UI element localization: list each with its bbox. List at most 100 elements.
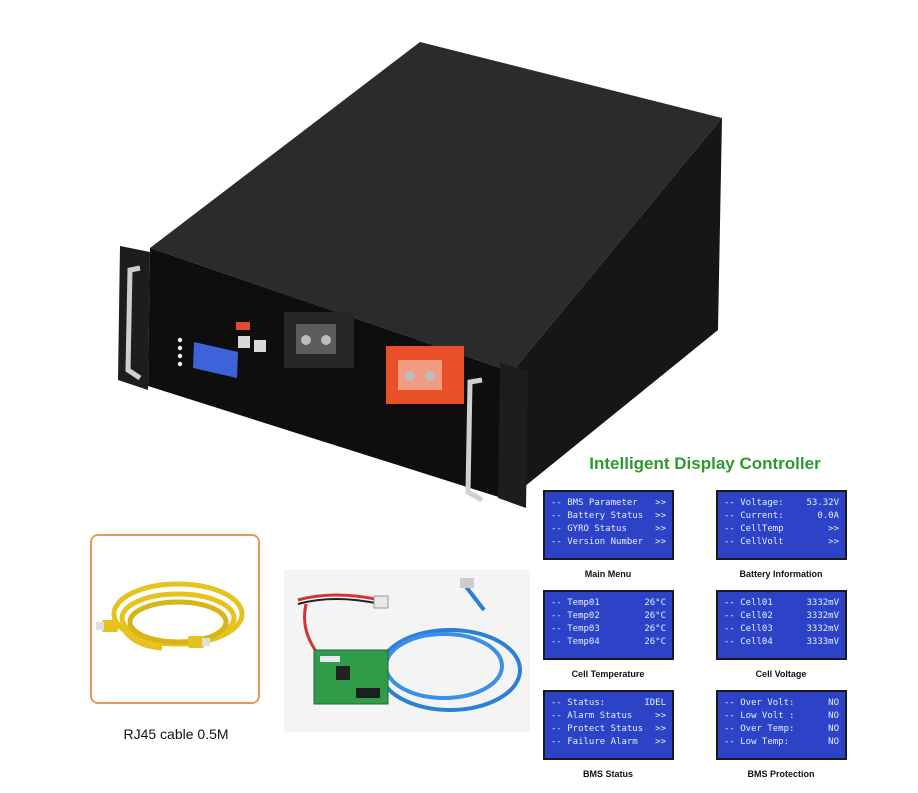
lcd-row-label: -- Alarm Status (551, 711, 633, 721)
lcd-row-value: 3332mV (806, 598, 839, 608)
lcd-caption: Main Menu (584, 569, 632, 579)
controller-board-photo (284, 570, 530, 732)
lcd-row: -- Over Temp: NO (724, 723, 839, 736)
lcd-row-label: -- Low Temp: (724, 737, 790, 747)
lcd-row-value: IDEL (644, 698, 666, 708)
lcd-row-label: -- GYRO Status (551, 524, 627, 534)
lcd-caption: BMS Status (582, 769, 633, 779)
lcd-row-label: -- Over Volt: (724, 698, 795, 708)
lcd-row: -- Current: 0.0A (724, 510, 839, 523)
terminal-bolt-icon (425, 371, 435, 381)
lcd-row: -- CellVolt >> (724, 536, 839, 549)
lcd-row: -- Version Number >> (551, 536, 666, 549)
battery-side-face (508, 118, 722, 500)
lcd-row-label: -- Temp03 (551, 624, 600, 634)
lcd-row-label: -- Protect Status (551, 724, 644, 734)
rj45-cable-frame (90, 534, 260, 704)
lcd-caption: Cell Temperature (571, 669, 645, 679)
lcd-row-value: NO (828, 698, 839, 708)
lcd-row-label: -- Version Number (551, 537, 644, 547)
lcd-row-value: 26°C (644, 598, 666, 608)
indicator-led-icon (177, 361, 183, 367)
lcd-caption: Cell Voltage (755, 669, 807, 679)
lcd-row-value: 0.0A (817, 511, 839, 521)
lcd-row: -- Temp01 26°C (551, 597, 666, 610)
lcd-row-label: -- BMS Parameter (551, 498, 638, 508)
lcd-row: -- Protect Status>> (551, 723, 666, 736)
lcd-row-label: -- Cell03 (724, 624, 773, 634)
lcd-row: -- Failure Alarm >> (551, 736, 666, 749)
terminal-bolt-icon (405, 371, 415, 381)
lcd-row-value: >> (655, 711, 666, 721)
handle-left (125, 265, 142, 381)
lcd-row-label: -- Temp02 (551, 611, 600, 621)
indicator-led-icon (177, 353, 183, 359)
lcd-row-value: 26°C (644, 637, 666, 647)
lcd-row: -- CellTemp >> (724, 523, 839, 536)
handle-right (465, 377, 484, 503)
positive-terminal-cover (398, 360, 442, 390)
lcd-row-label: -- Failure Alarm (551, 737, 638, 747)
lcd-row-label: -- CellVolt (724, 537, 784, 547)
lcd-row-value: >> (828, 524, 839, 534)
lcd-row-value: >> (655, 524, 666, 534)
lcd-row-value: 3333mV (806, 637, 839, 647)
lcd-row-label: -- Over Temp: (724, 724, 795, 734)
lcd-row: -- Low Temp:NO (724, 736, 839, 749)
usb-cable-and-board-icon (297, 578, 522, 712)
terminal-bolt-icon (301, 335, 311, 345)
lcd-row-value: >> (655, 498, 666, 508)
lcd-row-value: 3332mV (806, 624, 839, 634)
lcd-row: -- Temp04 26°C (551, 636, 666, 649)
battery-front-face (148, 248, 512, 500)
lcd-row-value: NO (828, 711, 839, 721)
rj45-port-icon (238, 336, 250, 348)
lcd-row-label: -- Current: (724, 511, 784, 521)
indicator-led-icon (177, 337, 183, 343)
lcd-row: -- Status: IDEL (551, 697, 666, 710)
lcd-bms-status: -- Status: IDEL -- Alarm Status >> -- Prot… (543, 690, 674, 760)
lcd-row-value: 26°C (644, 624, 666, 634)
lcd-row: -- Cell04 3333mV (724, 636, 839, 649)
lcd-row: -- Temp03 26°C (551, 623, 666, 636)
lcd-main-menu: -- BMS Parameter >> -- Battery Status >> -… (543, 490, 674, 560)
lcd-row-value: >> (655, 511, 666, 521)
lcd-row-label: -- CellTemp (724, 524, 784, 534)
lcd-row: -- Low Volt :NO (724, 710, 839, 723)
lcd-row: -- Battery Status >> (551, 510, 666, 523)
lcd-row-label: -- Cell01 (724, 598, 773, 608)
lcd-row: -- Cell03 3332mV (724, 623, 839, 636)
lcd-row-label: -- Voltage: (724, 498, 784, 508)
lcd-caption: Battery Information (739, 569, 823, 579)
display-screen-icon (193, 342, 238, 378)
lcd-row: -- Over Volt: NO (724, 697, 839, 710)
lcd-row-label: -- Temp04 (551, 637, 600, 647)
lcd-row-label: -- Status: (551, 698, 606, 708)
lcd-row-label: -- Temp01 (551, 598, 600, 608)
rj45-cable-icon (96, 581, 245, 651)
lcd-row: -- GYRO Status >> (551, 523, 666, 536)
lcd-caption: BMS Protection (747, 769, 815, 779)
dip-switch-icon (236, 322, 250, 330)
lcd-bms-protection: -- Over Volt: NO -- Low Volt :NO -- Over … (716, 690, 847, 760)
lcd-row-value: 53.32V (806, 498, 839, 508)
lcd-row-value: >> (828, 537, 839, 547)
lcd-row-value: >> (655, 737, 666, 747)
lcd-row: -- Alarm Status >> (551, 710, 666, 723)
lcd-row-value: NO (828, 724, 839, 734)
rj45-port-icon (254, 340, 266, 352)
indicator-led-icon (177, 345, 183, 351)
rj45-cable-label: RJ45 cable 0.5M (123, 726, 229, 742)
lcd-row-label: -- Cell02 (724, 611, 773, 621)
rack-ear-right (498, 362, 528, 508)
lcd-battery-information: -- Voltage: 53.32V -- Current: 0.0A -- Cel… (716, 490, 847, 560)
lcd-row-label: -- Cell04 (724, 637, 773, 647)
lcd-row-value: >> (655, 537, 666, 547)
terminal-bolt-icon (321, 335, 331, 345)
lcd-row-label: -- Battery Status (551, 511, 644, 521)
